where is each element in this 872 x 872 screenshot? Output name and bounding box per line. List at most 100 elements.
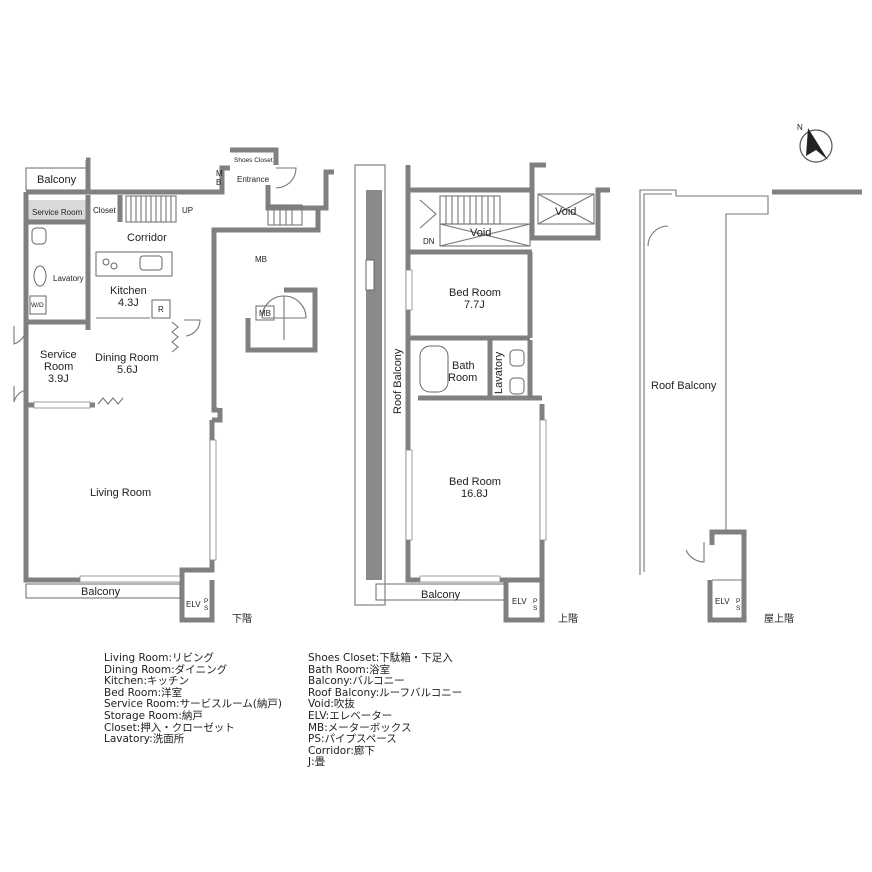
roof-elv-label: ELV	[715, 597, 730, 606]
legend-item: Dining Room:ダイニング	[104, 663, 228, 676]
mb-label: MB	[255, 255, 267, 264]
living-room-label: Living Room	[90, 487, 151, 499]
upper-floor-label: 上階	[558, 613, 578, 625]
shoes-closet-label: Shoes Closet	[234, 157, 273, 164]
balcony-top-label: Balcony	[37, 174, 77, 186]
corridor-label: Corridor	[127, 232, 167, 244]
upper-balcony-outline	[375, 583, 507, 601]
roof-balcony-label: Roof Balcony	[651, 380, 717, 392]
legend-item: Shoes Closet:下駄箱・下足入	[308, 652, 453, 664]
bed-room-1-label: Bed Room	[449, 287, 501, 299]
upper-balcony-label: Balcony	[421, 589, 461, 601]
legend-item: Roof Balcony:ルーフバルコニー	[308, 686, 463, 699]
void-label-2: Void	[470, 227, 491, 239]
legend-item: Storage Room:納戸	[104, 709, 203, 722]
balcony-bottom-outline	[25, 583, 181, 599]
bed2-window	[405, 449, 413, 541]
balcony-bottom-label: Balcony	[81, 586, 121, 598]
lower-floor-label: 下階	[232, 613, 252, 625]
legend-item: Living Room:リビング	[104, 652, 214, 664]
mb-stair-label: MB	[259, 309, 271, 318]
legend-item: J:畳	[308, 756, 326, 769]
service-door-2	[13, 386, 27, 403]
roof-balcony-inner	[643, 193, 672, 572]
void-cross	[439, 193, 595, 247]
legend-item: Bed Room:洋室	[104, 686, 183, 699]
kitchen-sink-icon	[139, 255, 163, 271]
living-window-bottom	[79, 575, 181, 583]
kitchen-folding-door	[171, 321, 179, 353]
bed1-window	[405, 269, 413, 311]
up-label: UP	[182, 206, 193, 215]
elv-label: ELV	[186, 600, 201, 609]
bed-room-2-label: Bed Room	[449, 476, 501, 488]
bed2-window-right	[539, 419, 547, 541]
bed2-window-bottom	[419, 575, 501, 583]
legend-item: Kitchen:キッチン	[104, 675, 189, 688]
kitchen-label: Kitchen	[110, 285, 147, 297]
entrance-label: Entrance	[237, 175, 270, 184]
wd-label: W/D	[31, 302, 44, 309]
service-room-label-2: Room	[44, 361, 73, 373]
washbasin-icon	[33, 265, 47, 287]
roof-core-door	[685, 542, 705, 563]
legend-item: Service Room:サービスルーム(納戸)	[104, 698, 282, 711]
bathtub-icon	[419, 345, 449, 393]
roof-balcony-gap	[365, 259, 375, 291]
bed-size-2-label: 16.8J	[461, 488, 488, 500]
upper-roof-balcony-label: Roof Balcony	[392, 348, 404, 414]
lower-wall-left	[23, 192, 215, 583]
dining-size-label: 5.6J	[117, 364, 138, 376]
legend-item: Corridor:廊下	[308, 744, 375, 757]
lower-wall-entrance	[230, 147, 279, 165]
legend-item: PS:パイプスペース	[308, 733, 397, 746]
upper-elv-label: ELV	[512, 597, 527, 606]
legend-item: Closet:押入・クローゼット	[104, 721, 235, 734]
service-room-small-label: Service Room	[32, 208, 83, 217]
legend-item: MB:メーターボックス	[308, 721, 412, 734]
lower-wall-top	[88, 165, 230, 195]
service-window	[33, 401, 91, 409]
legend-item: Void:吹抜	[308, 698, 355, 711]
mb-spiral-stair	[255, 295, 307, 340]
closet-label: Closet	[93, 206, 116, 215]
dn-label: DN	[423, 237, 435, 246]
bed-size-1-label: 7.7J	[464, 299, 485, 311]
service-door	[13, 326, 27, 345]
roof-floor-label: 屋上階	[764, 613, 794, 625]
legend-left: Living Room:リビング Dining Room:ダイニング Kitch…	[104, 652, 282, 746]
toilet-upper-icon	[509, 377, 525, 395]
legend-item: Lavatory:洗面所	[104, 733, 185, 746]
entrance-door	[275, 167, 297, 189]
stove-burner-icon	[102, 258, 110, 266]
dining-folding-door	[97, 397, 124, 405]
lower-wall-elv	[179, 580, 215, 623]
lower-floor: Balcony Service Room Closet UP Corridor …	[13, 147, 334, 625]
kitchen-size-label: 4.3J	[118, 297, 139, 309]
living-window-right	[209, 439, 217, 561]
service-size-label: 3.9J	[48, 373, 69, 385]
washbasin-upper-icon	[509, 349, 525, 367]
service-room-label: Service	[40, 349, 77, 361]
roof-core-walls	[707, 529, 747, 623]
legend-item: Balcony:バルコニー	[308, 675, 405, 688]
upper-floor: Void Void DN Bed Room 7.7J Roof Balcony …	[354, 162, 610, 625]
north-arrow-icon	[799, 128, 833, 163]
legend-right: Shoes Closet:下駄箱・下足入 Bath Room:浴室 Balcon…	[308, 652, 463, 769]
washer-icon	[29, 295, 47, 315]
lower-wall-right	[318, 169, 334, 211]
refrigerator-icon	[151, 299, 171, 319]
upper-wall-topright	[529, 162, 546, 190]
north-label: N	[797, 123, 803, 132]
toilet-icon	[31, 227, 47, 245]
bath-room-label-2: Room	[448, 372, 477, 384]
entrance-stairs	[267, 204, 303, 226]
service-room-small-fill	[28, 200, 86, 222]
refrigerator-label: R	[158, 305, 164, 314]
upper-lavatory-label: Lavatory	[493, 351, 505, 394]
stairs-down	[419, 195, 501, 229]
